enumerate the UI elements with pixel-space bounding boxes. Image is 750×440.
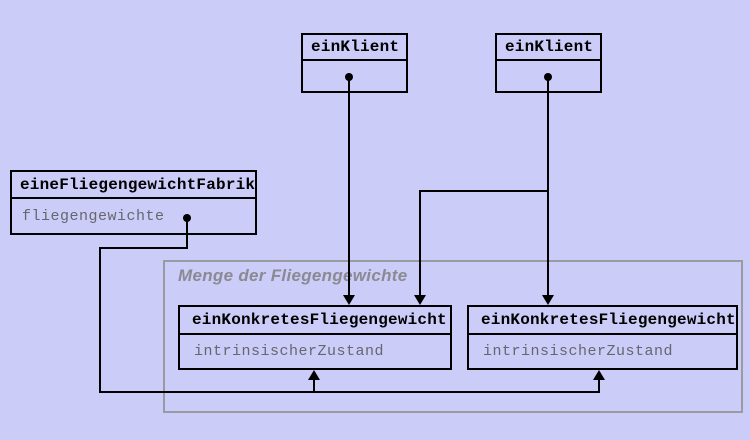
edge-factory-flyweight2-riser	[598, 378, 600, 391]
node-factory: eineFliegengewichtFabrik fliegengewichte	[10, 170, 257, 235]
edge-client1-flyweight1-vertical	[348, 77, 350, 296]
arrowhead-factory-flyweight1	[308, 370, 320, 380]
arrowhead-client2-flyweight2	[542, 295, 554, 305]
edge-factory-down-segment	[99, 247, 101, 393]
edge-client2-flyweight1-horizontal	[420, 190, 548, 192]
node-flyweight-2: einKonkretesFliegengewicht intrinsischer…	[467, 305, 738, 370]
edge-client2-flyweight2-vertical	[547, 77, 549, 296]
reference-dot-client-1	[345, 73, 353, 81]
node-factory-title: eineFliegengewichtFabrik	[12, 172, 255, 199]
node-flyweight-1: einKonkretesFliegengewicht intrinsischer…	[178, 305, 452, 370]
edge-factory-bottom-segment	[99, 391, 600, 393]
group-flyweight-pool-label: Menge der Fliegengewichte	[178, 266, 408, 285]
group-flyweight-pool	[163, 260, 743, 413]
node-client-1-title: einKlient	[303, 35, 406, 61]
arrowhead-client1-flyweight1	[343, 295, 355, 305]
node-flyweight-2-attribute: intrinsischerZustand	[483, 343, 674, 360]
node-flyweight-1-title: einKonkretesFliegengewicht	[180, 307, 450, 335]
reference-dot-client-2	[544, 73, 552, 81]
node-client-1: einKlient	[301, 33, 408, 93]
node-client-1-body	[303, 61, 406, 91]
edge-factory-flyweight1-riser	[313, 378, 315, 391]
node-client-2: einKlient	[495, 33, 602, 93]
node-factory-attribute: fliegengewichte	[22, 207, 165, 225]
edge-factory-jog-segment	[99, 247, 188, 249]
reference-dot-factory	[183, 214, 191, 222]
arrowhead-factory-flyweight2	[593, 370, 605, 380]
node-flyweight-1-attribute: intrinsischerZustand	[194, 343, 385, 360]
node-client-2-title: einKlient	[497, 35, 600, 61]
node-flyweight-2-title: einKonkretesFliegengewicht	[469, 307, 736, 335]
edge-client2-flyweight1-vertical	[419, 190, 421, 296]
arrowhead-client2-flyweight1	[414, 295, 426, 305]
